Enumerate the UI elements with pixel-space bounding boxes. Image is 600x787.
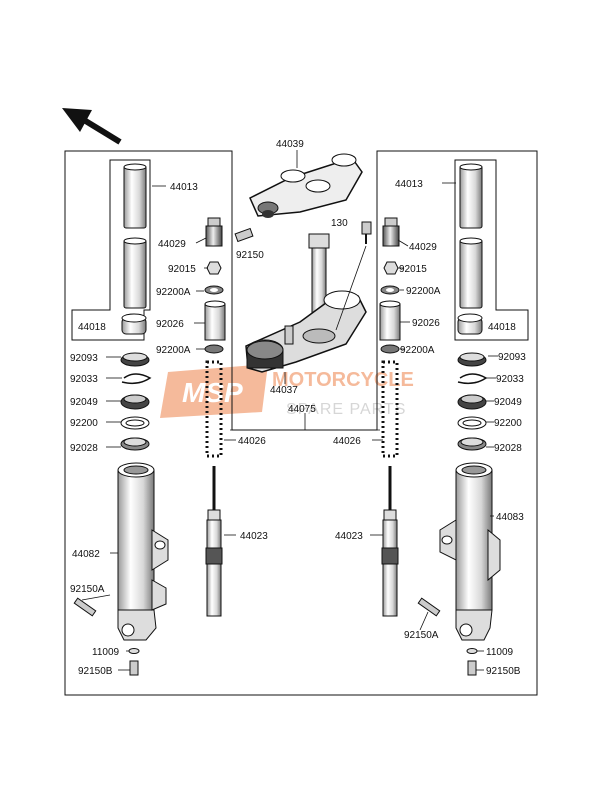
- label-92200A-upper-right: 92200A: [406, 286, 441, 297]
- label-44013-right: 44013: [395, 179, 423, 190]
- label-92028-left: 92028: [70, 443, 98, 454]
- part-labels: 44039 130 92150 44037 44075 44026 44026 …: [70, 139, 526, 677]
- label-44029-right: 44029: [409, 242, 437, 253]
- leader-lines: [81, 150, 498, 671]
- label-92150A-left: 92150A: [70, 584, 105, 595]
- label-92033-left: 92033: [70, 374, 98, 385]
- screw-130-part: [361, 221, 372, 244]
- label-92015-left: 92015: [168, 264, 196, 275]
- label-92150: 92150: [236, 250, 264, 261]
- left-inner-parts: [204, 217, 226, 617]
- right-leg-parts: [417, 163, 501, 676]
- label-44026-right: 44026: [333, 436, 361, 447]
- label-44018-left: 44018: [78, 322, 106, 333]
- watermark-line1: MOTORCYCLE: [272, 369, 414, 391]
- label-44013-left: 44013: [170, 182, 198, 193]
- label-92049-left: 92049: [70, 397, 98, 408]
- label-92200-left: 92200: [70, 418, 98, 429]
- label-92200A-lower-right: 92200A: [400, 345, 435, 356]
- label-11009-left: 11009: [92, 647, 120, 658]
- label-92150B-right: 92150B: [486, 666, 521, 677]
- label-44083: 44083: [496, 512, 524, 523]
- label-44039: 44039: [276, 139, 304, 150]
- label-92150B-left: 92150B: [78, 666, 113, 677]
- label-92015-right: 92015: [399, 264, 427, 275]
- top-bracket-part: [249, 153, 363, 218]
- inset-box-left: [71, 159, 151, 341]
- label-44018-right: 44018: [488, 322, 516, 333]
- label-92093-right: 92093: [498, 352, 526, 363]
- label-92200A-lower-left: 92200A: [156, 345, 191, 356]
- stem-bracket-part: [245, 233, 367, 373]
- label-44023-left: 44023: [240, 531, 268, 542]
- label-44082: 44082: [72, 549, 100, 560]
- label-92200A-upper-left: 92200A: [156, 287, 191, 298]
- label-92033-right: 92033: [496, 374, 524, 385]
- watermark: MSP MOTORCYCLE SPARE PARTS: [160, 364, 414, 418]
- watermark-line2: SPARE PARTS: [286, 401, 406, 418]
- direction-arrow-icon: [62, 108, 122, 145]
- label-92150A-right: 92150A: [404, 630, 439, 641]
- inset-box-right: [454, 159, 529, 341]
- label-44029-left: 44029: [158, 239, 186, 250]
- label-130: 130: [331, 218, 348, 229]
- left-leg-parts: [73, 163, 169, 676]
- label-92028-right: 92028: [494, 443, 522, 454]
- label-92049-right: 92049: [494, 397, 522, 408]
- label-92026-right: 92026: [412, 318, 440, 329]
- label-11009-right: 11009: [486, 647, 514, 658]
- label-92093-left: 92093: [70, 353, 98, 364]
- diagram-frame: [64, 150, 538, 696]
- watermark-logo-icon: [160, 364, 268, 418]
- bolt-92150-part: [234, 227, 254, 243]
- label-92200-right: 92200: [494, 418, 522, 429]
- label-44075: 44075: [288, 404, 316, 415]
- label-92026-left: 92026: [156, 319, 184, 330]
- label-44026-left: 44026: [238, 436, 266, 447]
- label-44037: 44037: [270, 385, 298, 396]
- watermark-logo-text: MSP: [182, 377, 243, 408]
- label-44023-right: 44023: [335, 531, 363, 542]
